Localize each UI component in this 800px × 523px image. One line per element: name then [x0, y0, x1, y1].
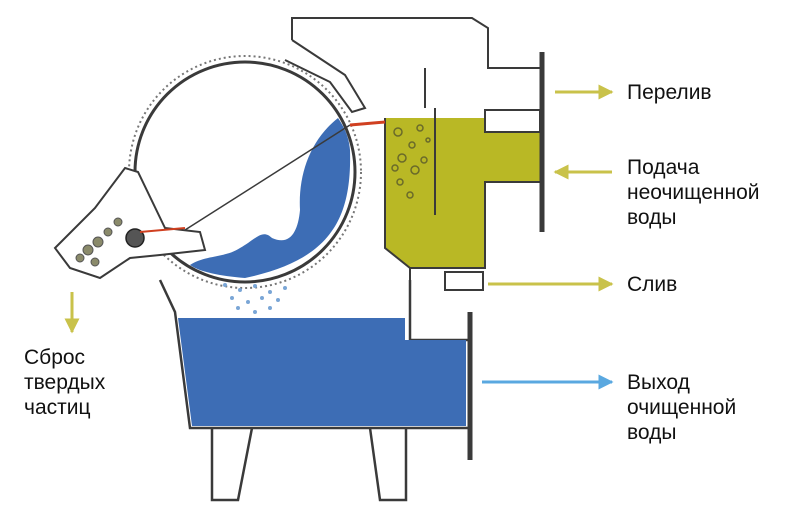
top-housing	[291, 17, 540, 69]
drain-pipe	[444, 271, 484, 291]
feed-plate	[349, 120, 386, 127]
feed-label: Подача неочищенной воды	[627, 156, 760, 229]
overflow-label: Перелив	[627, 81, 712, 104]
solid-particles	[75, 217, 123, 267]
drum-water	[190, 118, 351, 278]
scraper-roller	[125, 228, 145, 248]
bubbles	[391, 124, 431, 199]
leg-right	[368, 427, 408, 502]
overflow-pipe	[484, 109, 541, 133]
drain-label: Слив	[627, 273, 678, 296]
hood	[284, 39, 367, 114]
clean-water	[178, 318, 466, 426]
solids-discharge-label: Сброс твердых частиц	[24, 346, 106, 419]
drum-shaft	[184, 124, 351, 231]
outlet-label: Выход очищенной воды	[627, 371, 737, 444]
dirty-water	[385, 118, 540, 268]
leg-left	[210, 427, 254, 502]
spray-droplets	[223, 283, 287, 314]
filter-drum-mesh	[128, 55, 362, 289]
scraper-blade	[139, 227, 186, 233]
dirty-chamber-outline	[384, 118, 540, 269]
